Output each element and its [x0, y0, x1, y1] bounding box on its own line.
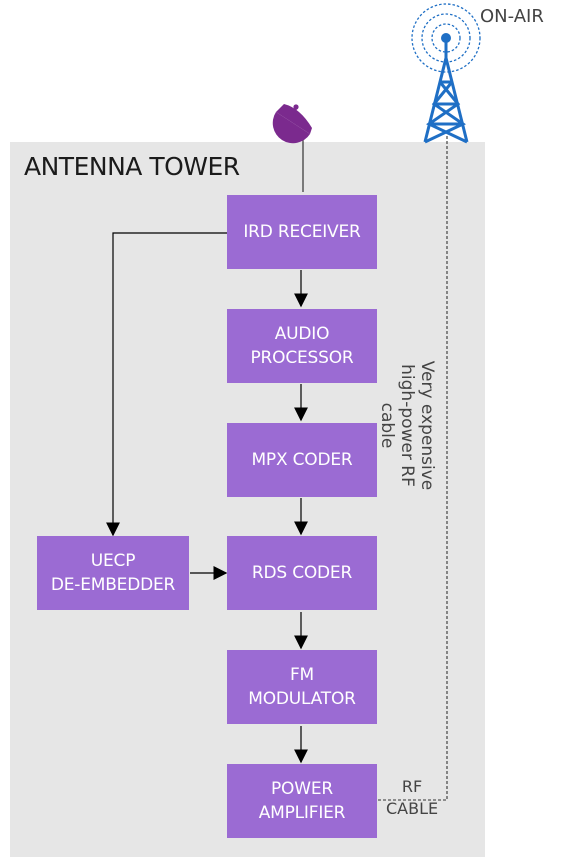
ird-receiver-label: IRD RECEIVER — [243, 222, 361, 242]
radio-tower-icon — [411, 3, 481, 144]
audio-processor-label-line1: AUDIO — [274, 324, 330, 344]
audio-processor-box: AUDIO PROCESSOR — [227, 309, 377, 383]
arrow-ird-to-uecp — [106, 232, 227, 537]
audio-processor-label-line2: PROCESSOR — [250, 348, 354, 368]
fm-modulator-box: FM MODULATOR — [227, 650, 377, 724]
cable-note-line2: high-power RF cable — [377, 364, 417, 487]
power-amplifier-label-line1: POWER — [271, 779, 333, 799]
fm-modulator-label-line2: MODULATOR — [248, 689, 356, 709]
uecp-label-line2: DE-EMBEDDER — [50, 575, 176, 595]
satellite-dish-icon — [272, 104, 312, 144]
mpx-coder-box: MPX CODER — [227, 423, 377, 497]
fm-modulator-label-line1: FM — [289, 665, 315, 685]
rds-coder-box: RDS CODER — [227, 536, 377, 610]
cable-note: Very expensive high-power RF cable — [377, 360, 437, 491]
rds-coder-label: RDS CODER — [251, 563, 353, 583]
uecp-de-embedder-box: UECP DE-EMBEDDER — [37, 536, 189, 610]
power-amplifier-box: POWER AMPLIFIER — [227, 764, 377, 838]
mpx-coder-label: MPX CODER — [251, 450, 353, 470]
diagram-title: ANTENNA TOWER — [24, 152, 240, 181]
rf-cable-line — [378, 135, 448, 801]
uecp-label-line1: UECP — [90, 551, 136, 571]
ird-receiver-box: IRD RECEIVER — [227, 195, 377, 269]
power-amplifier-label-line2: AMPLIFIER — [258, 803, 346, 823]
rf-cable-label: RF CABLE — [386, 776, 438, 820]
on-air-label: ON-AIR — [480, 6, 544, 27]
cable-note-line1: Very expensive — [417, 360, 437, 491]
rf-cable-label-line2: CABLE — [386, 799, 439, 818]
rf-cable-label-line1: RF — [401, 777, 423, 796]
